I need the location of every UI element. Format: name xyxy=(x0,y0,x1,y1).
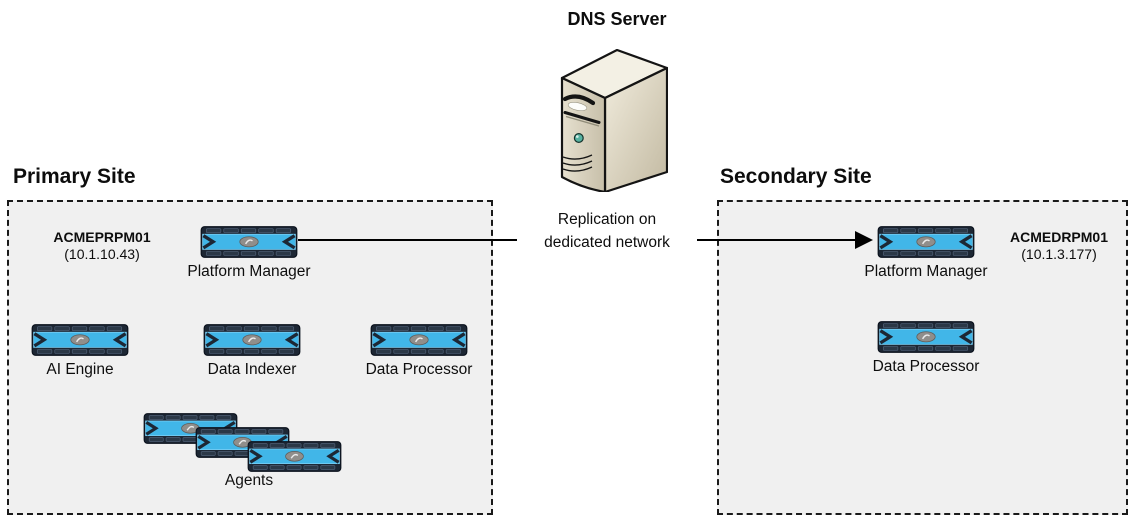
primary-data-processor-label: Data Processor xyxy=(365,361,473,378)
replication-label-line2: dedicated network xyxy=(544,234,670,251)
replication-label: Replication on dedicated network xyxy=(517,208,697,260)
agent-appliance-icon xyxy=(246,441,343,472)
ai-engine-node: AI Engine xyxy=(31,324,129,378)
data-indexer-node: Data Indexer xyxy=(203,324,301,378)
primary-hostname: ACMEPRPM01 xyxy=(53,229,151,245)
replication-label-line1: Replication on xyxy=(557,211,657,228)
primary-ip: (10.1.10.43) xyxy=(64,246,140,262)
appliance-icon xyxy=(31,324,129,356)
data-indexer-label: Data Indexer xyxy=(207,361,297,378)
replication-arrowhead-icon xyxy=(855,231,873,249)
secondary-platform-manager-host: ACMEDRPM01 (10.1.3.177) xyxy=(974,229,1131,263)
primary-site-title: Primary Site xyxy=(13,165,136,188)
appliance-icon xyxy=(200,226,298,258)
primary-data-processor-node: Data Processor xyxy=(366,324,472,378)
primary-platform-manager-node: Platform Manager xyxy=(187,226,311,280)
primary-platform-manager-host: ACMEPRPM01 (10.1.10.43) xyxy=(17,229,187,263)
ai-engine-label: AI Engine xyxy=(46,361,114,378)
secondary-platform-manager-label: Platform Manager xyxy=(864,263,988,280)
secondary-ip: (10.1.3.177) xyxy=(1021,246,1097,262)
appliance-icon xyxy=(877,226,975,258)
appliance-icon xyxy=(203,324,301,356)
secondary-data-processor-label: Data Processor xyxy=(872,358,980,375)
appliance-icon xyxy=(877,321,975,353)
appliance-icon xyxy=(370,324,468,356)
secondary-hostname: ACMEDRPM01 xyxy=(1009,229,1108,245)
secondary-site-title: Secondary Site xyxy=(720,165,872,188)
tower-server-icon xyxy=(560,49,668,192)
dns-server-title: DNS Server xyxy=(567,9,667,29)
secondary-platform-manager-node: Platform Manager xyxy=(864,226,988,280)
secondary-site-box: Platform Manager ACMEDRPM01 (10.1.3.177)… xyxy=(717,200,1128,515)
primary-platform-manager-label: Platform Manager xyxy=(187,263,311,280)
agents-label: Agents xyxy=(224,472,274,489)
primary-site-box: ACMEPRPM01 (10.1.10.43) Platform Manager… xyxy=(7,200,493,515)
secondary-data-processor-node: Data Processor xyxy=(873,321,979,375)
